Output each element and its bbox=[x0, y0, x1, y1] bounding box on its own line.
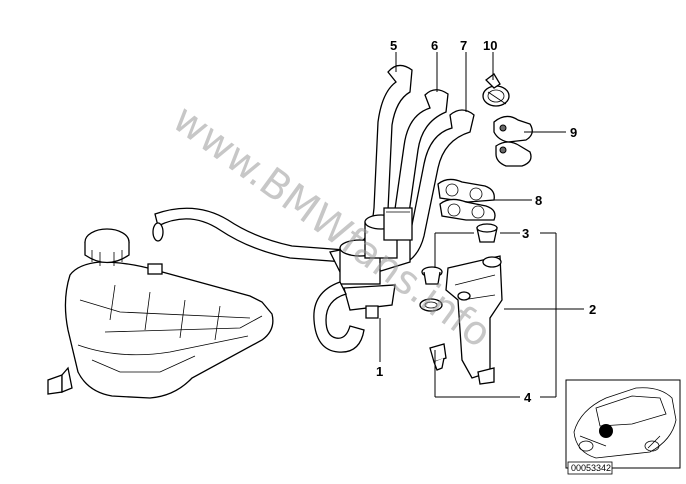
grommet-3 bbox=[476, 223, 498, 243]
label-9: 9 bbox=[570, 125, 577, 140]
label-3: 3 bbox=[522, 226, 529, 241]
hose-holder-8 bbox=[437, 178, 496, 221]
label-4: 4 bbox=[524, 390, 532, 405]
hose-clamp-10 bbox=[482, 73, 510, 107]
label-8: 8 bbox=[535, 193, 542, 208]
label-7: 7 bbox=[460, 38, 467, 53]
bracket bbox=[445, 255, 503, 385]
expansion-tank bbox=[47, 228, 274, 399]
water-valve bbox=[313, 207, 413, 353]
label-2: 2 bbox=[589, 302, 596, 317]
hose-7 bbox=[399, 109, 475, 261]
car-thumbnail: 00053342 bbox=[565, 379, 681, 475]
location-marker bbox=[599, 424, 613, 438]
leader-lines bbox=[379, 52, 584, 398]
label-5: 5 bbox=[390, 38, 397, 53]
hose-clip-9 bbox=[493, 115, 533, 167]
label-6: 6 bbox=[431, 38, 438, 53]
grommet-3b bbox=[419, 266, 443, 312]
diagram-code: 00053342 bbox=[571, 463, 611, 473]
clip-4 bbox=[429, 343, 447, 371]
label-10: 10 bbox=[483, 38, 497, 53]
label-1: 1 bbox=[376, 364, 383, 379]
